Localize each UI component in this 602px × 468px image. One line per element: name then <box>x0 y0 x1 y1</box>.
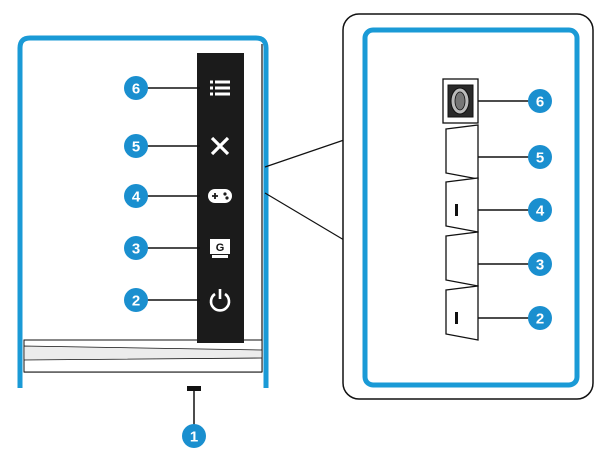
rear-callout-2: 2 <box>528 306 552 330</box>
rear-button-6[interactable]: 6 <box>442 78 552 124</box>
rear-button-2[interactable]: 2 <box>445 285 552 341</box>
zoom-connector-top <box>264 139 345 168</box>
power-icon[interactable] <box>209 289 231 312</box>
menu-list-icon[interactable] <box>210 80 230 96</box>
front-callout-3-circle <box>124 236 148 260</box>
power-led[interactable] <box>187 386 201 391</box>
rear-callout-3-circle <box>528 252 552 276</box>
front-callout-6-circle <box>124 76 148 100</box>
blank-button[interactable] <box>445 124 479 180</box>
front-callout-2-circle <box>124 288 148 312</box>
zoom-connector-bottom <box>264 192 345 241</box>
rear-callout-2-number: 2 <box>536 311 544 328</box>
rear-callout-5-number: 5 <box>536 150 544 167</box>
rear-button-3[interactable]: 3 <box>445 231 552 287</box>
button-ridge-mark <box>455 204 458 216</box>
rear-callout-2-circle <box>528 306 552 330</box>
rear-callout-6-number: 6 <box>536 94 544 111</box>
front-callout-3-number: 3 <box>132 241 140 258</box>
rear-button-4[interactable]: 4 <box>445 177 552 233</box>
rear-callout-5: 5 <box>528 145 552 169</box>
front-callout-5-number: 5 <box>132 139 140 156</box>
front-frame <box>17 35 269 388</box>
rear-button-5[interactable]: 5 <box>445 124 552 180</box>
front-callout-1: 1 <box>182 424 206 448</box>
rear-callout-4-circle <box>528 198 552 222</box>
front-callout-6-number: 6 <box>132 81 140 98</box>
front-callout-6: 6 <box>124 76 148 100</box>
front-callout-4: 4 <box>124 184 148 208</box>
rear-callout-5-circle <box>528 145 552 169</box>
front-icons: G <box>208 80 232 312</box>
rear-view: 6 5 4 3 2 <box>342 13 594 400</box>
bezel-shade <box>23 345 263 361</box>
gamepad-icon[interactable] <box>208 189 232 203</box>
front-callout-1-circle <box>182 424 206 448</box>
button-ridge[interactable] <box>445 177 479 233</box>
front-callout-4-number: 4 <box>132 189 141 206</box>
front-callout-5: 5 <box>124 134 148 158</box>
front-callout-4-circle <box>124 184 148 208</box>
gameplus-g-icon[interactable]: G <box>210 239 230 258</box>
blank-button[interactable] <box>445 231 479 287</box>
rear-callout-6-circle <box>528 89 552 113</box>
button-ridge-mark <box>455 312 458 324</box>
rear-callout-4: 4 <box>528 198 552 222</box>
front-callout-5-circle <box>124 134 148 158</box>
front-callout-1-number: 1 <box>190 429 198 446</box>
front-callouts: 6 5 4 3 2 1 <box>124 76 206 448</box>
rear-buttons: 6 5 4 3 2 <box>442 78 552 341</box>
close-x-icon[interactable] <box>210 136 230 156</box>
front-callout-2: 2 <box>124 288 148 312</box>
front-callout-3: 3 <box>124 236 148 260</box>
front-callout-2-number: 2 <box>132 293 140 310</box>
button-ridge[interactable] <box>445 285 479 341</box>
rear-callout-3: 3 <box>528 252 552 276</box>
rear-callout-3-number: 3 <box>536 257 544 274</box>
front-view: 6 5 4 3 2 1 G <box>17 35 269 448</box>
g-letter: G <box>216 242 225 254</box>
rear-callout-4-number: 4 <box>536 203 545 220</box>
rear-callout-6: 6 <box>528 89 552 113</box>
